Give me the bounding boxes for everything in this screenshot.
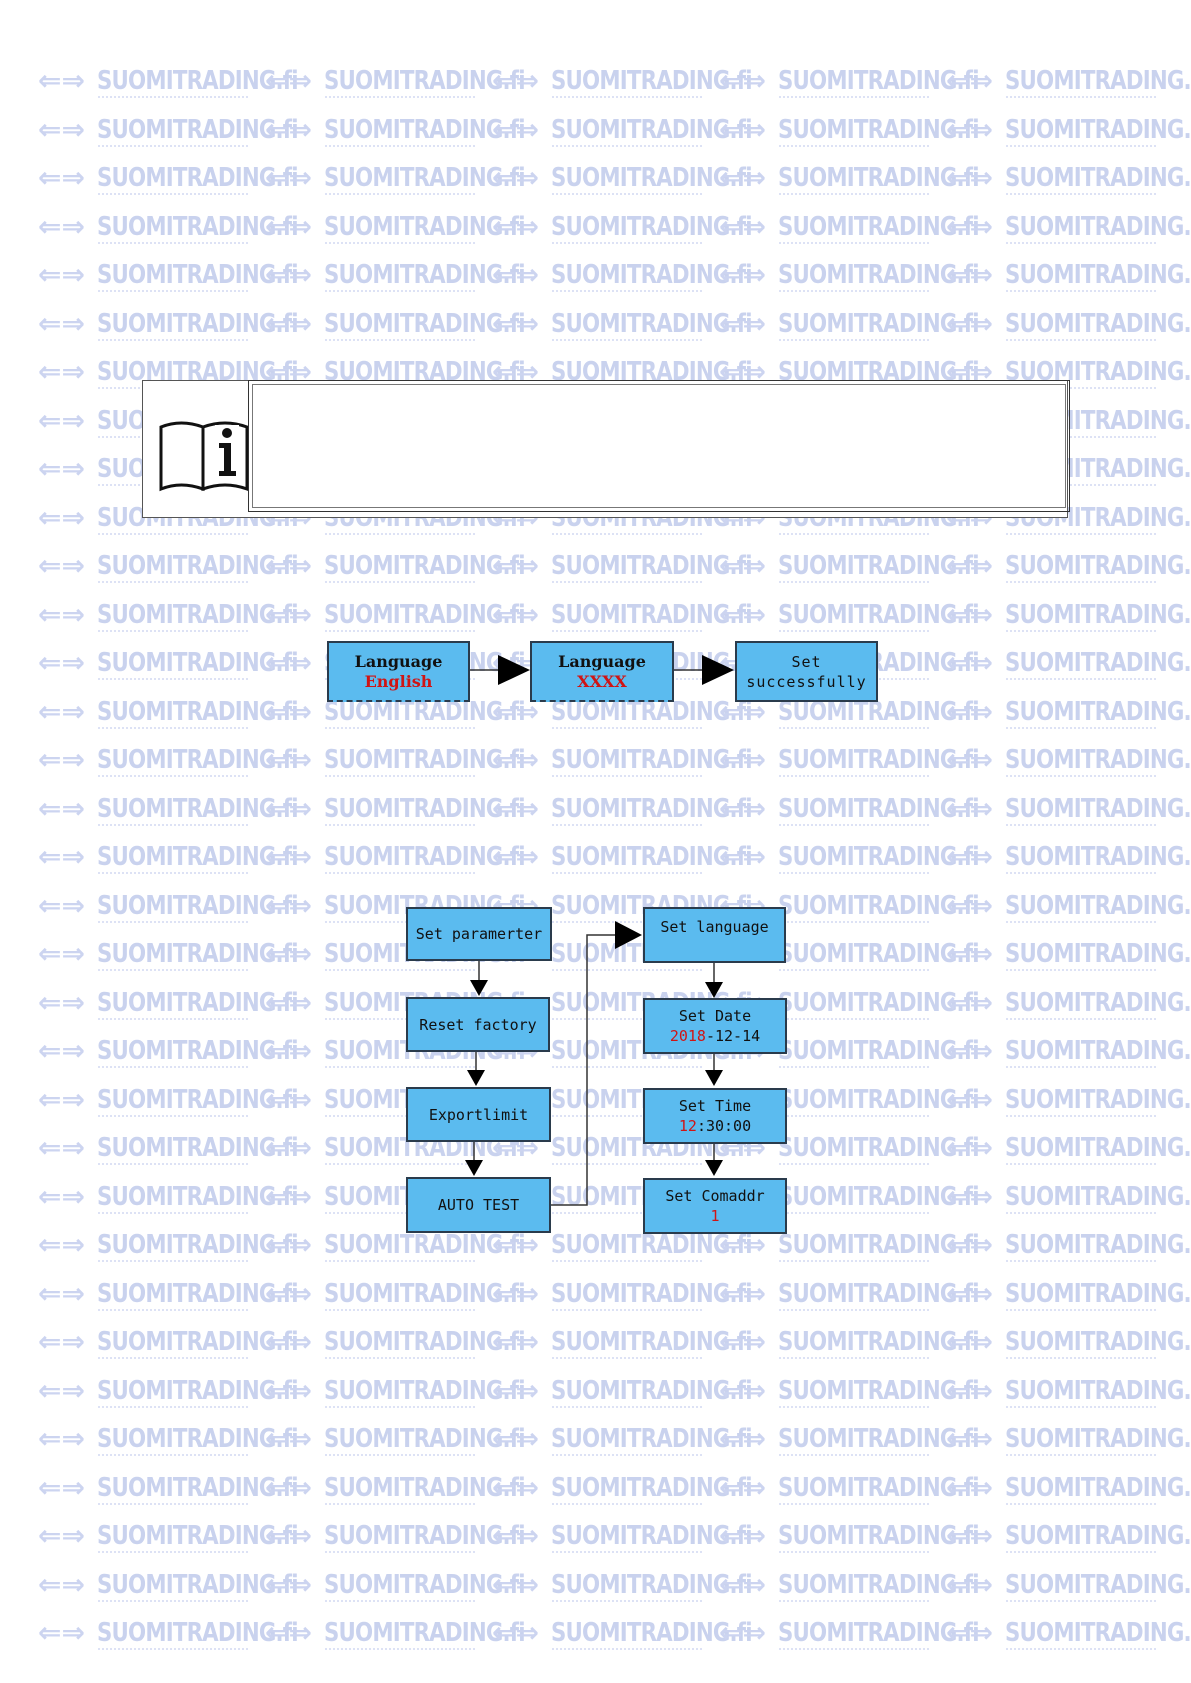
menu-box-label: Reset factory <box>419 1015 537 1034</box>
menu-box-label: Set Time <box>678 1097 752 1115</box>
flow-box-line1: Language <box>354 651 443 671</box>
menu-box-label: Exportlimit <box>428 1105 529 1124</box>
menu-box-set-parameter: Set paramerter <box>406 907 552 961</box>
menu-box-value-rest: -12-14 <box>705 1027 761 1045</box>
menu-box-label: Set Comaddr <box>665 1187 765 1205</box>
menu-box-label: Set language <box>660 918 769 936</box>
menu-box-reset-factory: Reset factory <box>406 997 550 1052</box>
flow-arrow-1 <box>470 655 530 685</box>
menu-box-value-highlight: 12 <box>678 1117 697 1135</box>
menu-box-set-language: Set language <box>643 907 786 963</box>
flow-box-line1: Set <box>791 652 822 671</box>
menu-box-exportlimit: Exportlimit <box>406 1087 551 1142</box>
menu-box-value-highlight: 1 <box>710 1207 720 1225</box>
menu-right-arrow-2 <box>705 1053 723 1086</box>
flow-box-line1: Language <box>558 651 646 671</box>
menu-left-arrow-3 <box>465 1141 483 1176</box>
flow-box-language-xxxx: Language XXXX <box>530 641 674 702</box>
flow-box-language-english: Language English <box>327 641 470 702</box>
book-info-icon <box>159 421 249 492</box>
flow-box-line2: successfully <box>746 672 867 691</box>
menu-box-value-highlight: 2018 <box>669 1027 706 1045</box>
menu-box-label: Set paramerter <box>415 925 543 943</box>
menu-box-value: 2018-12-14 <box>670 1026 760 1046</box>
menu-left-arrow-1 <box>470 960 488 996</box>
flow-arrow-2 <box>674 655 734 685</box>
menu-box-set-comaddr: Set Comaddr 1 <box>643 1178 787 1234</box>
flow-box-set-successfully: Set successfully <box>735 641 878 702</box>
menu-left-arrow-2 <box>467 1051 485 1086</box>
note-text-frame <box>248 380 1070 512</box>
menu-box-value-rest: :30:00 <box>696 1117 752 1135</box>
info-note <box>142 380 1070 518</box>
menu-box-set-date: Set Date 2018-12-14 <box>643 998 787 1054</box>
menu-box-label: Set Date <box>678 1007 752 1025</box>
menu-box-auto-test: AUTO TEST <box>406 1177 551 1233</box>
menu-right-arrow-3 <box>705 1143 723 1176</box>
menu-box-label: AUTO TEST <box>437 1196 520 1214</box>
flow-box-line2: English <box>364 671 433 691</box>
flow-box-line2: XXXX <box>577 671 627 691</box>
menu-box-value: 12:30:00 <box>679 1116 751 1136</box>
cross-connector <box>550 921 642 1206</box>
menu-box-set-time: Set Time 12:30:00 <box>643 1088 787 1144</box>
menu-right-arrow-1 <box>705 962 723 998</box>
